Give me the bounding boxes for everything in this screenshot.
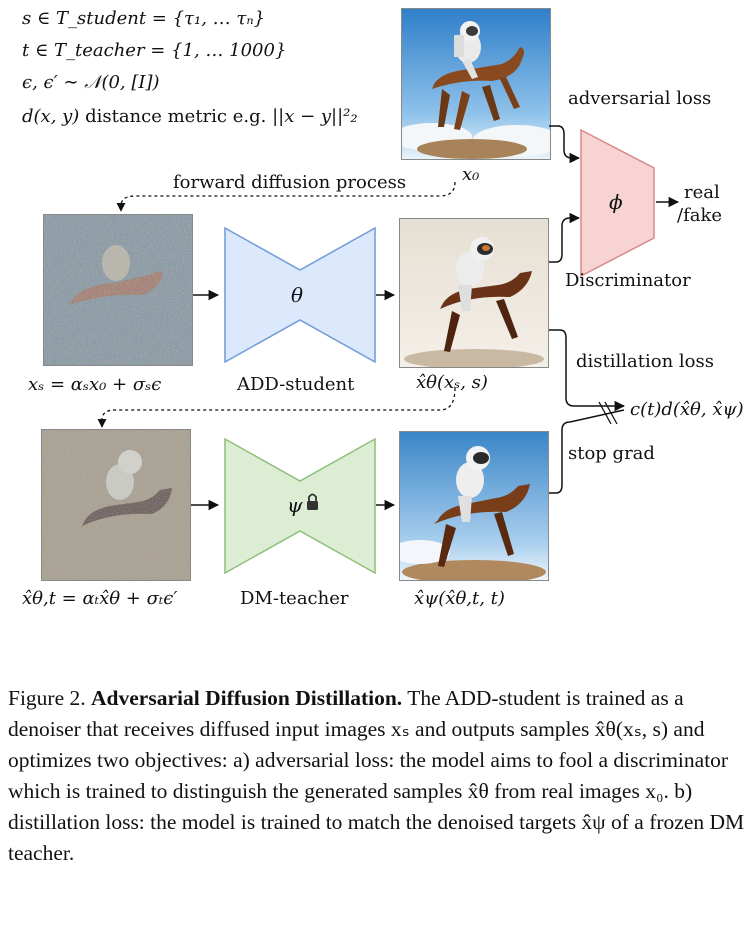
arrow-forward-diffusion-2 <box>97 387 456 428</box>
teacher-network-body <box>224 437 376 575</box>
student-output-image <box>399 218 549 368</box>
definition-s: s ∈ T_student = {τ₁, … τₙ} <box>22 8 266 29</box>
caption-body: The ADD-student is trained as a denoiser… <box>8 686 745 865</box>
label-real: real <box>684 182 720 203</box>
arrow-distillation-teacher <box>549 409 625 494</box>
noisy-image-xhat-theta-t-picture <box>42 430 190 580</box>
label-add-student: ADD-student <box>237 374 355 395</box>
label-xhat-theta: x̂θ(xₛ, s) <box>416 372 488 393</box>
arrow-output-to-discriminator <box>549 212 581 263</box>
label-adversarial-loss: adversarial loss <box>568 88 712 109</box>
label-x0: x₀ <box>462 164 480 185</box>
label-psi: ψ <box>287 493 303 517</box>
label-distillation-loss: distillation loss <box>576 351 714 372</box>
label-discriminator: Discriminator <box>565 270 691 291</box>
diagram-canvas <box>97 125 680 575</box>
figure-caption: Figure 2. Adversarial Diffusion Distilla… <box>8 683 750 869</box>
label-phi: ϕ <box>609 190 623 214</box>
definition-distance-symbol: d(x, y) <box>22 106 80 127</box>
definition-distance-norm: ||x − y||²₂ <box>272 106 358 127</box>
label-dm-teacher: DM-teacher <box>240 588 349 609</box>
real-image-x0-picture <box>402 9 550 159</box>
label-fake: /fake <box>677 205 723 226</box>
arrow-forward-diffusion-1 <box>116 181 456 212</box>
definition-t: t ∈ T_teacher = {1, … 1000} <box>22 40 287 61</box>
stop-grad-mark-2 <box>604 401 618 425</box>
noisy-image-xs-picture <box>44 215 192 365</box>
arrow-distillation-student <box>549 329 626 412</box>
label-forward-diffusion: forward diffusion process <box>173 172 407 193</box>
lock-icon <box>307 493 318 510</box>
student-network-body <box>224 226 376 364</box>
student-output-picture <box>400 219 548 367</box>
noisy-image-xs <box>43 214 193 366</box>
label-theta: θ <box>291 283 304 307</box>
definition-distance-text: distance metric e.g. <box>85 106 267 127</box>
label-xs-equation: xₛ = αₛx₀ + σₛϵ <box>28 374 162 395</box>
definition-epsilon: ϵ, ϵ′ ∼ 𝒩(0, [I]) <box>22 72 160 93</box>
definition-distance: d(x, y) distance metric e.g. ||x − y||²₂ <box>22 106 358 127</box>
arrow-x0-to-discriminator <box>549 125 581 164</box>
noisy-image-xhat-theta-t <box>41 429 191 581</box>
caption-prefix: Figure 2. <box>8 686 86 710</box>
discriminator-body <box>580 128 655 278</box>
caption-title: Adversarial Diffusion Distillation. <box>91 686 403 710</box>
label-xhat-psi: x̂ψ(x̂θ,t, t) <box>414 588 505 609</box>
label-stop-grad: stop grad <box>568 443 655 464</box>
label-xhat-theta-t-equation: x̂θ,t = αₜx̂θ + σₜϵ′ <box>22 588 178 609</box>
teacher-output-picture <box>400 432 548 580</box>
real-image-x0 <box>401 8 551 160</box>
teacher-output-image <box>399 431 549 581</box>
stop-grad-mark-1 <box>598 401 612 425</box>
label-distillation-expression: c(t)d(x̂θ, x̂ψ) <box>630 399 744 420</box>
